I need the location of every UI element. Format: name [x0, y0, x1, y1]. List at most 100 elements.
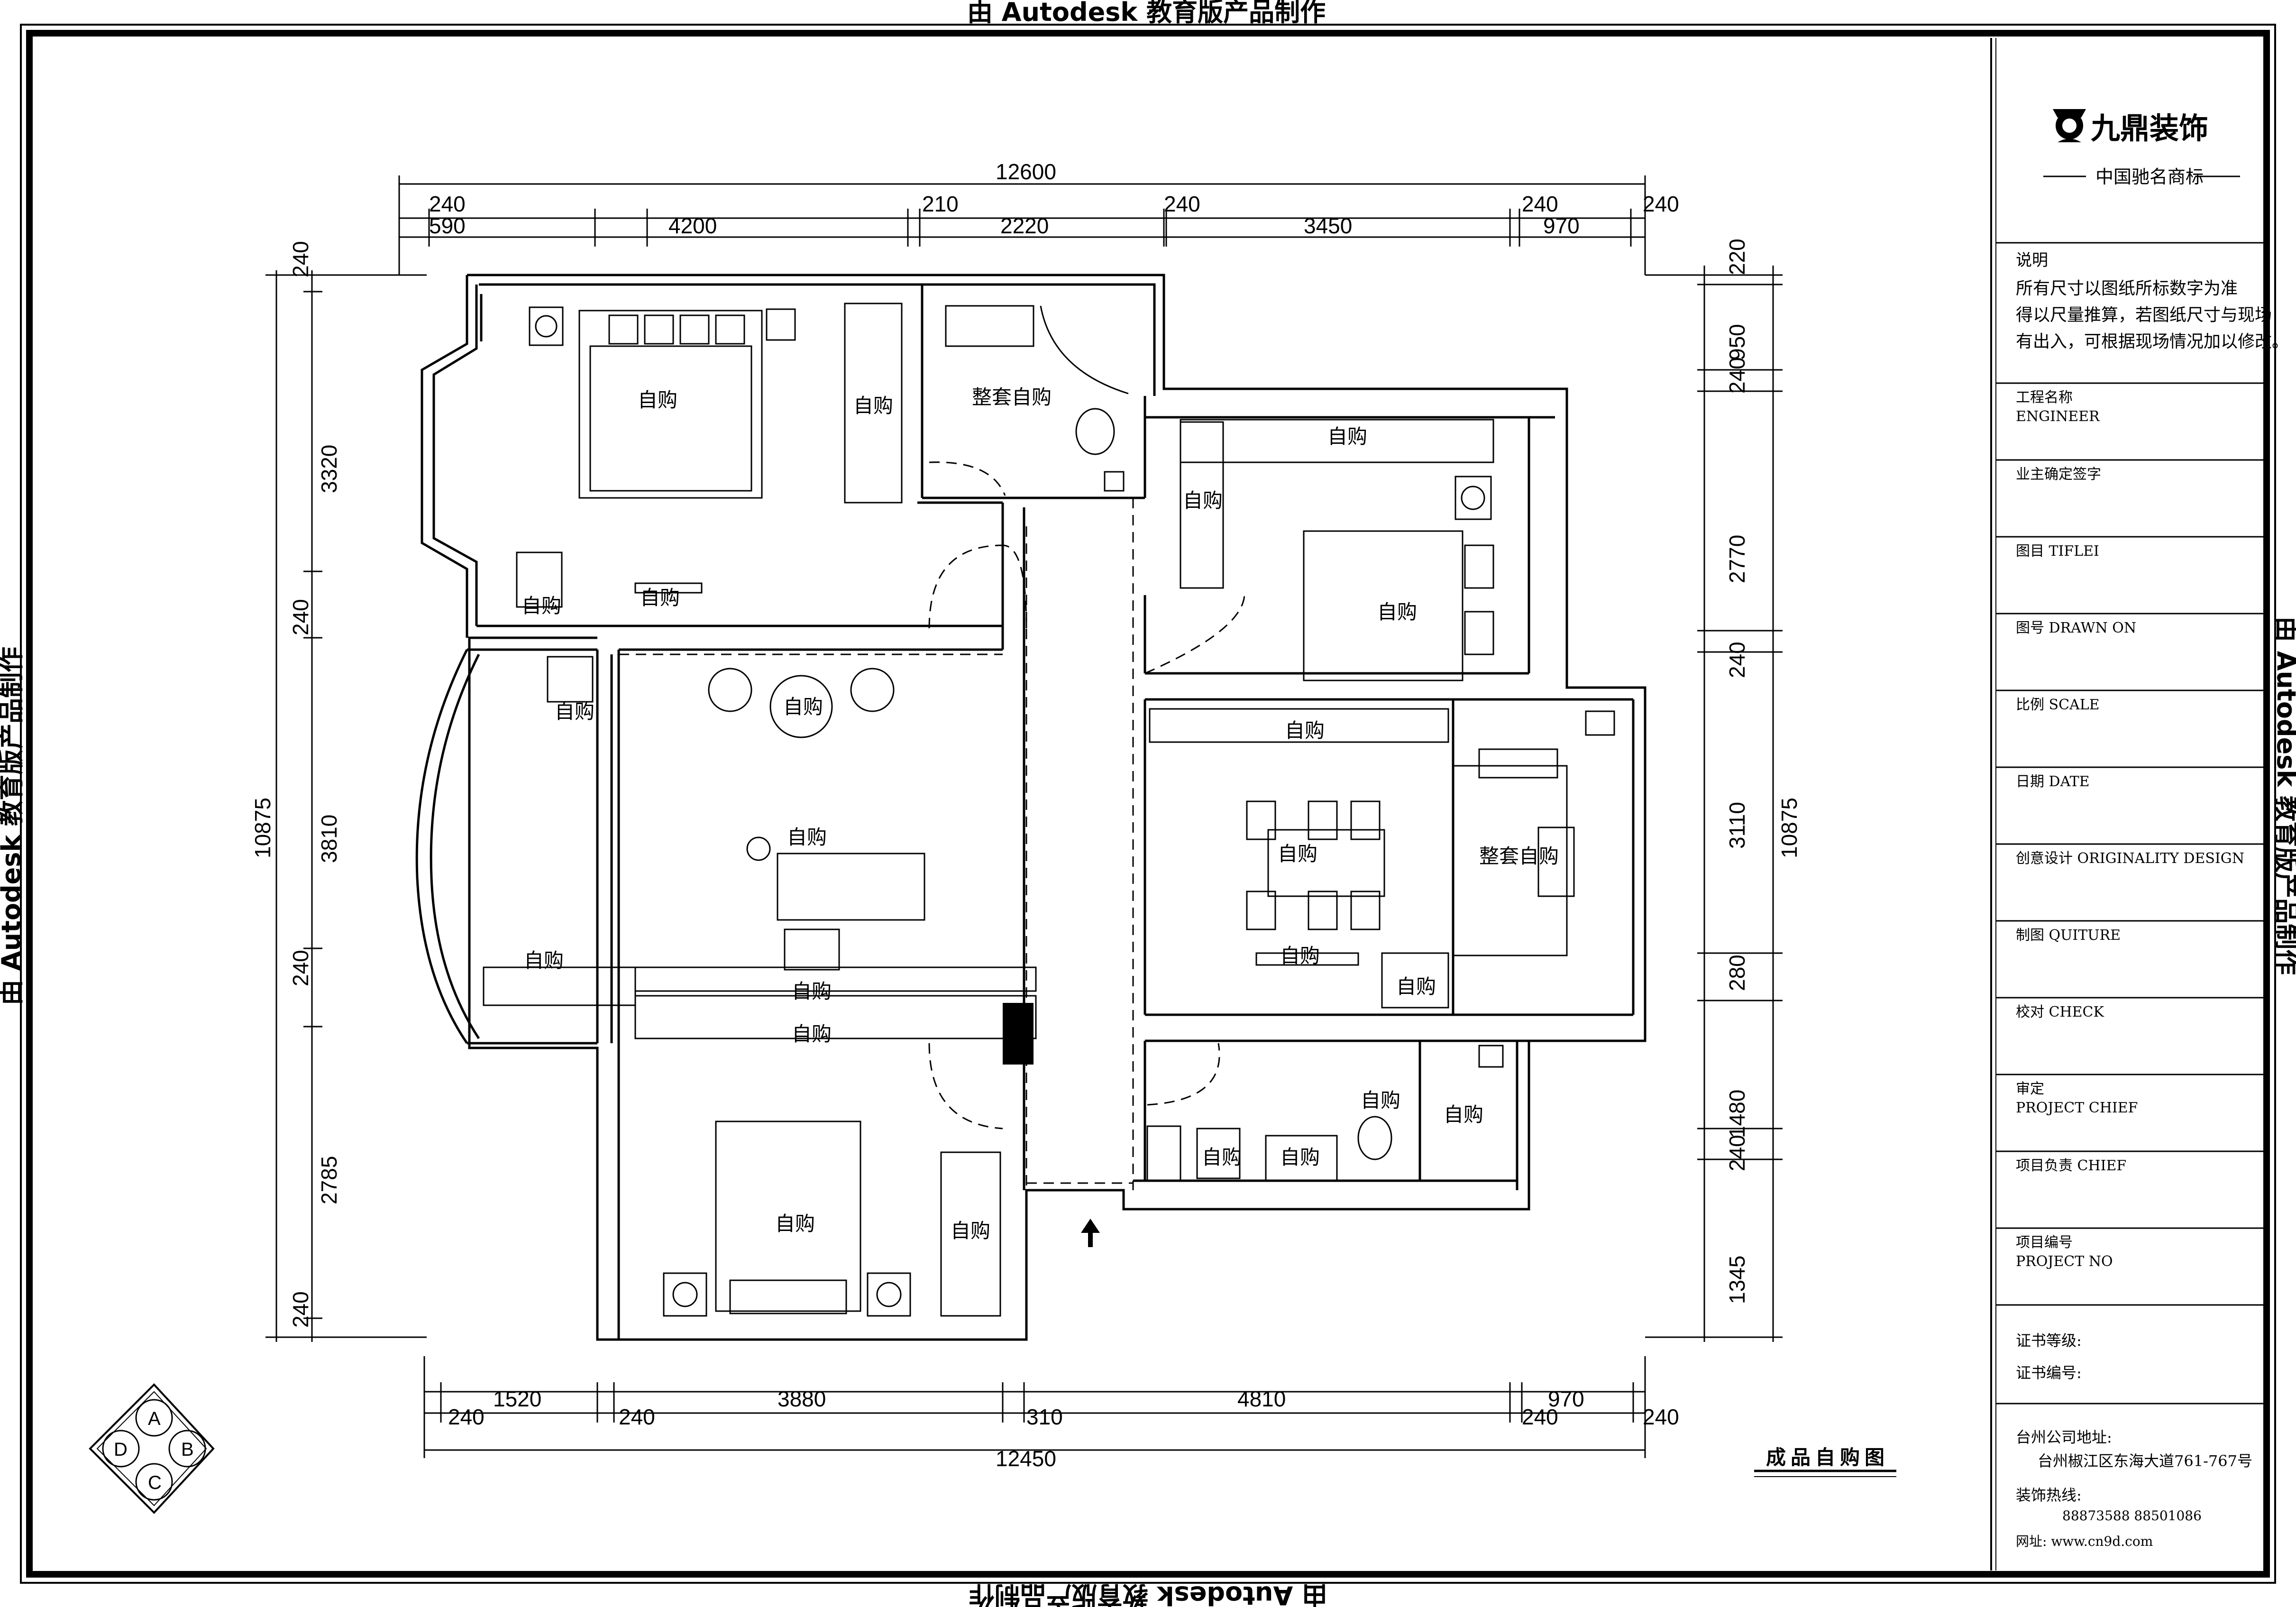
- dim-left-3320: 3320: [317, 445, 341, 493]
- title-block-field: 创意设计 ORIGINALITY DESIGN: [2016, 850, 2244, 867]
- hotline-label: 装饰热线:: [2016, 1486, 2082, 1504]
- notes-line-2: 得以尺量推算，若图纸尺寸与现场: [2016, 305, 2272, 325]
- label-dining: 自购: [1278, 842, 1317, 865]
- compass-a: A: [148, 1408, 161, 1429]
- watermark-right: 由 Autodesk 教育版产品制作: [2271, 616, 2296, 975]
- label-washer: 自购: [1202, 1146, 1242, 1169]
- dim-top-240-a: 240: [429, 192, 466, 216]
- dim-right-3110: 3110: [1725, 802, 1749, 849]
- label-study-chair: 自购: [521, 594, 561, 617]
- title-block-field: 制图 QUITURE: [2016, 927, 2121, 944]
- title-block: 九鼎装饰 中国驰名商标 说明 所有尺寸以图纸所标数字为准 得以尺量推算，若图纸尺…: [1990, 38, 2289, 1570]
- hotline-value: 88873588 88501086: [2062, 1508, 2202, 1524]
- dim-right-240-a: 240: [1725, 357, 1749, 394]
- label-fridge: 自购: [1396, 975, 1436, 998]
- dim-top-3450: 3450: [1304, 213, 1352, 238]
- title-block-field: 图目 TIFLEI: [2016, 543, 2099, 560]
- dim-bottom-total: 12450: [996, 1446, 1056, 1471]
- dimension-texts: 12600 240 210 240 240 240 590 4200 2220 …: [250, 159, 1802, 1471]
- dim-bottom-310: 310: [1026, 1405, 1063, 1429]
- company-name: 九鼎装饰: [2091, 111, 2208, 146]
- dim-left-240-c: 240: [288, 950, 313, 986]
- title-block-field: 比例 SCALE: [2016, 697, 2100, 713]
- dim-bottom-4810: 4810: [1237, 1387, 1286, 1411]
- label-bed-master: 自购: [638, 388, 677, 412]
- title-block-field: 审定: [2016, 1081, 2044, 1097]
- label-wardrobe-3: 自购: [951, 1219, 990, 1242]
- dim-left-2785: 2785: [317, 1156, 341, 1204]
- dim-bottom-240-c: 240: [1522, 1405, 1558, 1429]
- company-logo-icon: [2053, 109, 2086, 142]
- label-bed-3: 自购: [775, 1212, 815, 1235]
- title-block-field: PROJECT NO: [2016, 1253, 2113, 1270]
- notes-heading: 说明: [2016, 251, 2048, 270]
- dimension-lines: [265, 175, 1783, 1458]
- watermark-top: 由 Autodesk 教育版产品制作: [967, 0, 1326, 27]
- label-vanity: 自购: [1280, 1146, 1320, 1169]
- label-basin: 自购: [555, 700, 595, 723]
- label-round-table: 自购: [783, 695, 823, 718]
- room-labels: 整套自购 整套自购 自购 自购 自购 自购 自购 自购 自购 自购 自购 自购 …: [521, 386, 1559, 1242]
- title-block-field: 业主确定签字: [2016, 466, 2101, 483]
- title-block-field: 图号 DRAWN ON: [2016, 620, 2136, 636]
- dim-bottom-1520: 1520: [493, 1387, 541, 1411]
- title-block-field: 工程名称: [2016, 389, 2073, 406]
- dim-left-240-d: 240: [288, 1291, 313, 1328]
- title-block-field: 日期 DATE: [2016, 773, 2090, 790]
- label-laundry: 自购: [524, 949, 564, 972]
- notes-line-3: 有出入，可根据现场情况加以修改。: [2016, 332, 2289, 351]
- dim-right-2770: 2770: [1725, 535, 1749, 583]
- title-block-field: PROJECT CHIEF: [2016, 1100, 2138, 1116]
- dim-top-240-c: 240: [1522, 192, 1558, 216]
- dim-left-3810: 3810: [317, 815, 341, 863]
- cert-number: 证书编号:: [2016, 1364, 2082, 1382]
- label-desk: 自购: [640, 586, 680, 609]
- title-block-field: 项目编号: [2016, 1234, 2073, 1251]
- cert-grade: 证书等级:: [2016, 1332, 2082, 1350]
- dim-left-240-b: 240: [288, 599, 313, 635]
- dim-top-240-b: 240: [1164, 192, 1200, 216]
- dim-bottom-3880: 3880: [778, 1387, 826, 1411]
- sheet-outer-border: [20, 24, 2276, 1584]
- label-wardrobe-master: 自购: [853, 394, 893, 417]
- walls: [415, 274, 1647, 1341]
- compass-b: B: [181, 1439, 194, 1460]
- title-block-field: ENGINEER: [2016, 408, 2100, 425]
- dim-top-2220: 2220: [1000, 213, 1049, 238]
- compass-icon: A B C D: [89, 1383, 215, 1514]
- label-counter: 自购: [1280, 944, 1320, 967]
- dim-right-280: 280: [1725, 955, 1749, 991]
- label-bed-2: 自购: [1377, 600, 1417, 624]
- dim-bottom-240-d: 240: [1643, 1405, 1679, 1429]
- label-kitchen: 整套自购: [1479, 845, 1559, 868]
- label-cabinet-1: 自购: [792, 980, 832, 1003]
- label-ensuite: 整套自购: [972, 386, 1052, 409]
- label-toilet-bottom: 自购: [1361, 1089, 1400, 1112]
- dim-right-1345: 1345: [1725, 1256, 1749, 1304]
- dim-top-total: 12600: [996, 159, 1056, 184]
- label-shelf-2: 自购: [1183, 489, 1223, 512]
- dim-left-240-a: 240: [288, 241, 313, 277]
- label-shower: 自购: [1444, 1103, 1483, 1126]
- watermark-bottom: 由 Autodesk 教育版产品制作: [969, 1580, 1327, 1607]
- dim-right-220: 220: [1725, 239, 1749, 275]
- dim-right-950: 950: [1725, 324, 1749, 360]
- watermark-left: 由 Autodesk 教育版产品制作: [0, 647, 26, 1005]
- dim-bottom-240-b: 240: [619, 1405, 655, 1429]
- label-wardrobe-2: 自购: [1327, 425, 1367, 448]
- dim-top-240-d: 240: [1643, 192, 1679, 216]
- dim-top-4200: 4200: [668, 213, 717, 238]
- dim-right-1480: 1480: [1725, 1090, 1749, 1138]
- dim-top-210: 210: [922, 192, 959, 216]
- dim-right-240-b: 240: [1725, 642, 1749, 678]
- title-block-field: 校对 CHECK: [2016, 1004, 2104, 1020]
- label-cabinet-2: 自购: [792, 1022, 832, 1046]
- notes-line-1: 所有尺寸以图纸所标数字为准: [2016, 279, 2238, 298]
- dim-top-590: 590: [429, 213, 466, 238]
- address-label: 台州公司地址:: [2016, 1428, 2112, 1446]
- dim-bottom-970: 970: [1548, 1387, 1584, 1411]
- label-office-desk: 自购: [787, 826, 827, 849]
- dim-right-240-c: 240: [1725, 1135, 1749, 1171]
- address-value: 台州椒江区东海大道761-767号: [2038, 1452, 2252, 1470]
